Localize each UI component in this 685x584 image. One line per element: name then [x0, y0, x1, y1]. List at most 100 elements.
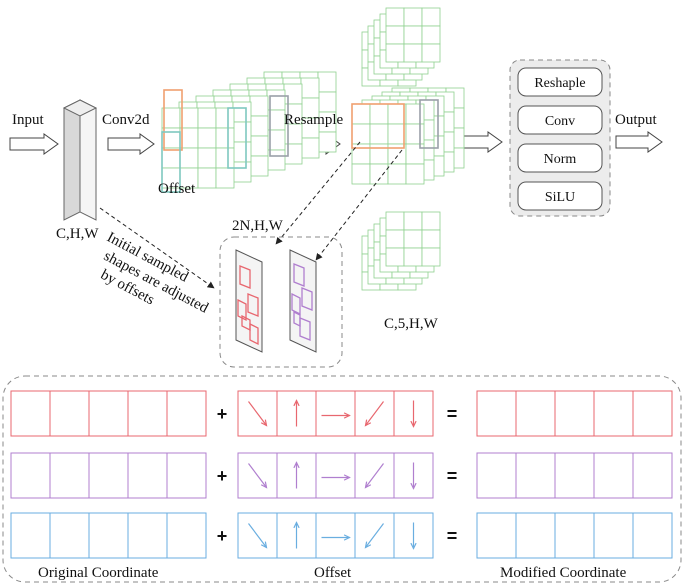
grid-cell — [351, 163, 371, 185]
label-offset-tensor: Offset — [158, 181, 196, 197]
modified-coordinate-cell — [554, 390, 595, 437]
original-coordinate-cell — [49, 390, 90, 437]
pipeline-step-box — [517, 67, 603, 97]
offset-arrowhead — [293, 399, 300, 407]
original-coordinate-cell — [10, 512, 51, 559]
modified-coordinate-cell — [593, 512, 634, 559]
grid-cell — [249, 135, 269, 157]
grid-cell — [215, 127, 235, 149]
original-coordinate-cell — [127, 452, 168, 499]
grid-cell — [385, 229, 405, 249]
offset-arrowhead — [343, 412, 351, 419]
modified-coordinate-cell — [593, 452, 634, 499]
offset-cell — [315, 512, 356, 559]
resample-highlight-grey — [419, 99, 439, 149]
grid-cell — [317, 91, 337, 113]
offset-tensor — [161, 71, 337, 193]
grid-cell — [405, 143, 425, 165]
grid-cell — [215, 147, 235, 169]
grid-cell — [369, 103, 389, 125]
grid-cell — [403, 211, 423, 231]
grid-cell — [385, 211, 405, 231]
grid-cell — [232, 141, 252, 163]
original-coordinate-cell — [127, 390, 168, 437]
modified-coordinate-cell — [554, 452, 595, 499]
caption-modified-coordinate: Modified Coordinate — [500, 565, 627, 581]
sampled-stack-bottom — [361, 211, 441, 291]
red-sampling-shapes — [237, 265, 259, 346]
grid-cell — [403, 25, 423, 45]
offset-arrowhead — [343, 474, 351, 481]
conv2d-arrow — [107, 133, 155, 155]
plus-sign: + — [217, 466, 228, 486]
equals-sign: = — [447, 526, 458, 546]
modified-coordinate-cell — [593, 390, 634, 437]
grid-cell — [351, 103, 371, 125]
grid-cell — [421, 43, 441, 63]
grid-cell — [403, 247, 423, 267]
pipeline-step-label: Conv — [545, 114, 575, 129]
original-coordinate-cell — [88, 452, 129, 499]
highlight-orange — [163, 89, 183, 151]
pipeline-step-label: Norm — [544, 152, 577, 167]
original-coordinate-cell — [166, 390, 207, 437]
grid-cell — [405, 163, 425, 185]
grid-cell — [197, 127, 217, 149]
resampled-tensor — [351, 87, 465, 185]
label-input: Input — [12, 112, 44, 128]
grid-cell — [283, 83, 303, 105]
modified-coordinate-cell — [632, 452, 673, 499]
pipeline-step-box — [517, 181, 603, 211]
grid-cell — [351, 123, 371, 145]
offset-arrow — [365, 463, 384, 488]
modified-coordinate-cell — [476, 452, 517, 499]
grid-cell — [179, 147, 199, 169]
plus-sign: + — [217, 404, 228, 424]
modified-coordinate-cell — [515, 452, 556, 499]
label-input-shape: C,H,W — [56, 226, 99, 242]
grid-cell — [197, 167, 217, 189]
offset-cell — [315, 390, 356, 437]
grid-cell — [283, 143, 303, 165]
offset-arrow — [365, 523, 384, 548]
offset-arrowhead — [364, 481, 372, 489]
label-output: Output — [615, 112, 658, 128]
grid-cell — [317, 71, 337, 93]
grid-cell — [300, 77, 320, 99]
offset-arrow — [248, 523, 267, 548]
grid-cell — [369, 163, 389, 185]
grid-cell — [197, 147, 217, 169]
grid-cell — [161, 147, 181, 169]
sampling-shapes-panel — [219, 236, 343, 368]
grid-cell — [421, 7, 441, 27]
grid-cell — [405, 123, 425, 145]
highlight-grey — [269, 95, 289, 157]
grid-cell — [385, 247, 405, 267]
grid-cell — [232, 121, 252, 143]
original-coordinate-cell — [10, 452, 51, 499]
modified-coordinate-cell — [476, 512, 517, 559]
offset-arrowhead — [260, 541, 268, 549]
offset-arrowhead — [410, 542, 417, 550]
grid-cell — [215, 107, 235, 129]
original-coordinate-cell — [49, 452, 90, 499]
pipeline-step-box — [517, 105, 603, 135]
highlight-teal — [227, 107, 247, 169]
offset-arrowhead — [260, 481, 268, 489]
modified-coordinate-cell — [632, 390, 673, 437]
grid-cell — [421, 247, 441, 267]
caption-original-coordinate: Original Coordinate — [38, 565, 159, 581]
label-sampled-shape: C,5,H,W — [384, 316, 439, 332]
offset-cell — [315, 452, 356, 499]
grid-cell — [385, 43, 405, 63]
offset-cell — [237, 390, 278, 437]
grid-cell — [249, 155, 269, 177]
highlight-teal-lower — [161, 131, 181, 193]
pipeline-step-label: Reshaple — [534, 76, 585, 91]
modified-coordinate-cell — [554, 512, 595, 559]
grid-cell — [232, 101, 252, 123]
projection-arrows — [99, 141, 403, 289]
grid-cell — [369, 123, 389, 145]
grid-cell — [403, 43, 423, 63]
